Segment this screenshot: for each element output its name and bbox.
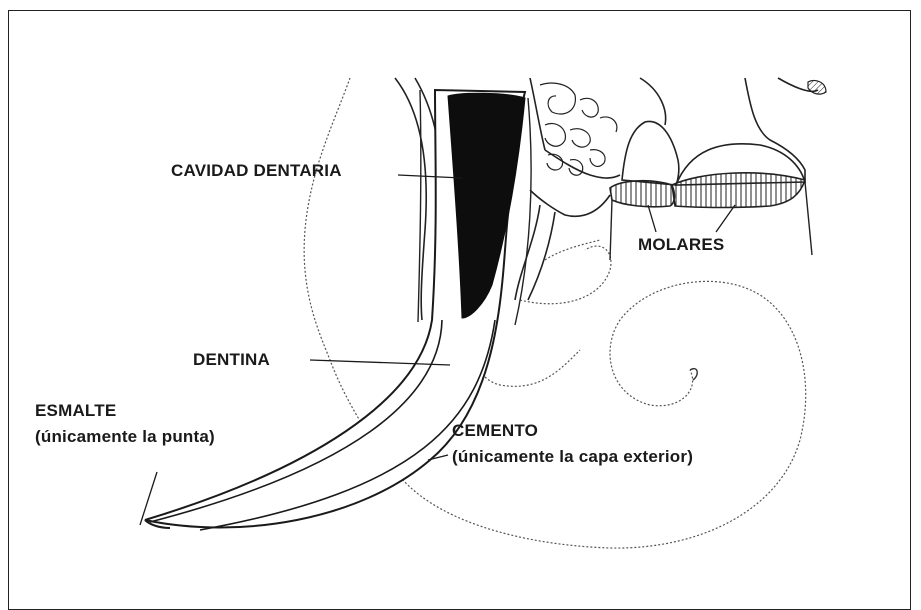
cemento-note: (únicamente la capa exterior) bbox=[452, 446, 693, 468]
cemento-label: CEMENTO bbox=[452, 420, 538, 442]
esmalte-label: ESMALTE bbox=[35, 400, 116, 422]
dentina-label: DENTINA bbox=[193, 349, 270, 371]
cavidad-dentaria-label: CAVIDAD DENTARIA bbox=[171, 160, 342, 182]
spongy-bone bbox=[540, 83, 617, 175]
esmalte-note: (únicamente la punta) bbox=[35, 426, 215, 448]
molares-label: MOLARES bbox=[638, 234, 724, 256]
tusk-anatomy-drawing bbox=[0, 0, 921, 596]
